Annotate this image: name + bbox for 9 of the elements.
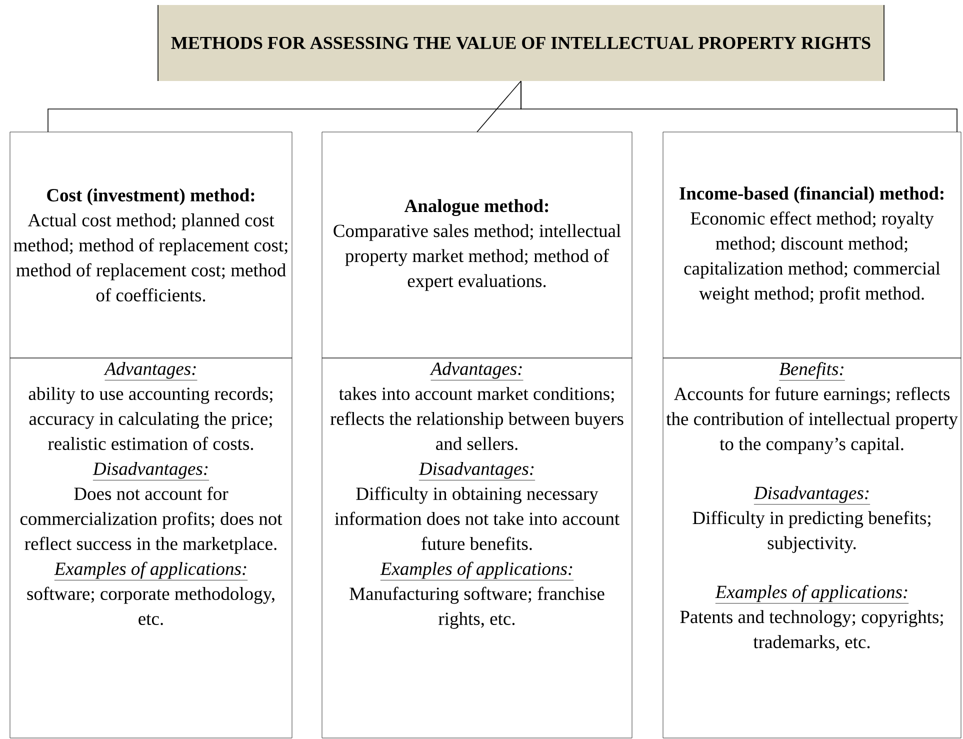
method-box: Analogue method: Comparative sales method; intellectual property market method; method of expert evaluations. xyxy=(322,132,632,358)
details-box: Advantages: ability to use accounting records; accuracy in calculating the price; realistic estimation of costs. Disadvantages: Does not account for commercialization profits; does not reflect success in the marketplace. Examples of applications: software; corporate methodology, etc. xyxy=(10,358,292,738)
title-box: METHODS FOR ASSESSING THE VALUE OF INTELLECTUAL PROPERTY RIGHTS xyxy=(158,5,884,81)
method-box: Cost (investment) method: Actual cost method; planned cost method; method of replacement cost; method of replacement cost; method of coefficients. xyxy=(10,132,292,358)
connector-line xyxy=(520,80,958,132)
connector-line xyxy=(476,80,522,132)
details-box: Benefits: Accounts for future earnings; reflects the contribution of intellectual property to the company’s capital. Disadvantages: Difficulty in predicting benefits; subjectivity. Examples of applications: Patents and technology; copyrights; trademarks, etc. xyxy=(662,358,962,738)
details-box: Advantages: takes into account market conditions; reflects the relationship between buyers and sellers. Disadvantages: Difficulty in obtaining necessary information does not take into account future benefits. Examples of applications: Manufacturing software; franchise rights, etc. xyxy=(322,358,632,738)
method-box: Income-based (financial) method: Economic effect method; royalty method; discount method; capitalization method; commercial weight method; profit method. xyxy=(662,132,962,358)
